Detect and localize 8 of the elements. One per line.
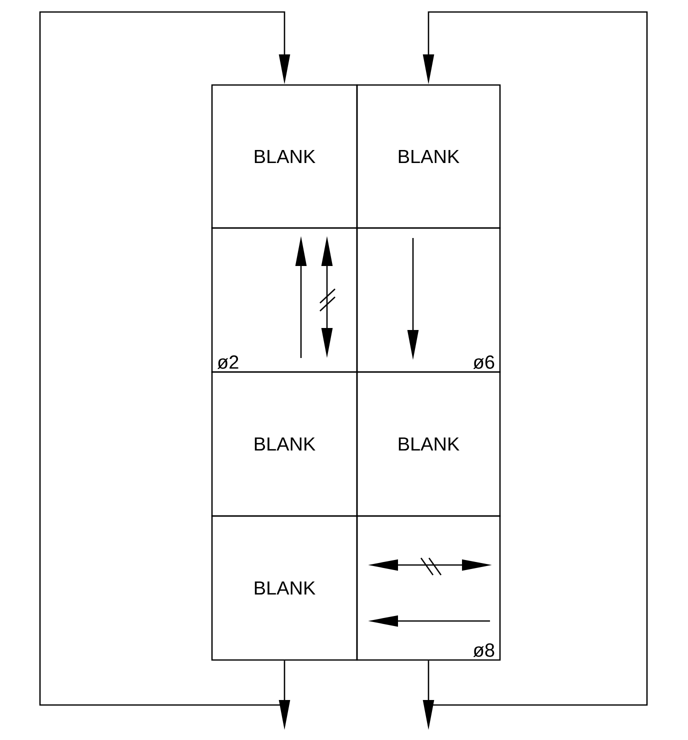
phase-cell: ø6	[356, 227, 501, 373]
phase-cell: ø8	[356, 515, 501, 661]
phase-cell: BLANK	[211, 371, 358, 517]
phase-cell: BLANK	[356, 371, 501, 517]
phase-cell: BLANK	[211, 515, 358, 661]
phase-cell: BLANK	[356, 84, 501, 229]
phase-cell: BLANK	[211, 84, 358, 229]
phase-cell: ø2	[211, 227, 358, 373]
